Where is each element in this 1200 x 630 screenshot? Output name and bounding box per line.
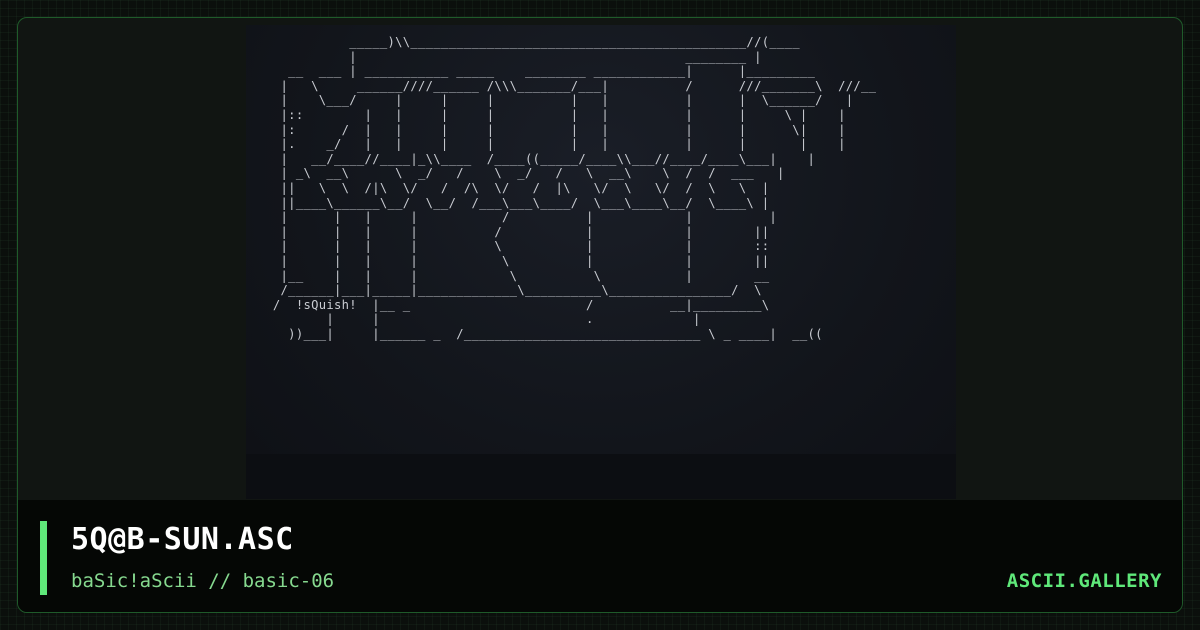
artwork-subtitle: baSic!aScii // basic-06	[71, 570, 335, 592]
artwork-title: 5Q@B-SUN.ASC	[71, 522, 294, 557]
ascii-artwork: _____)\\________________________________…	[246, 25, 956, 499]
accent-bar	[40, 521, 47, 595]
artwork-bottom-shade	[246, 454, 956, 499]
ascii-art-text: _____)\\________________________________…	[272, 35, 877, 341]
caption-bar: 5Q@B-SUN.ASC baSic!aScii // basic-06 ASC…	[18, 500, 1182, 612]
site-brand-link[interactable]: ASCII.GALLERY	[1006, 570, 1162, 592]
card-frame: _____)\\________________________________…	[17, 17, 1183, 613]
